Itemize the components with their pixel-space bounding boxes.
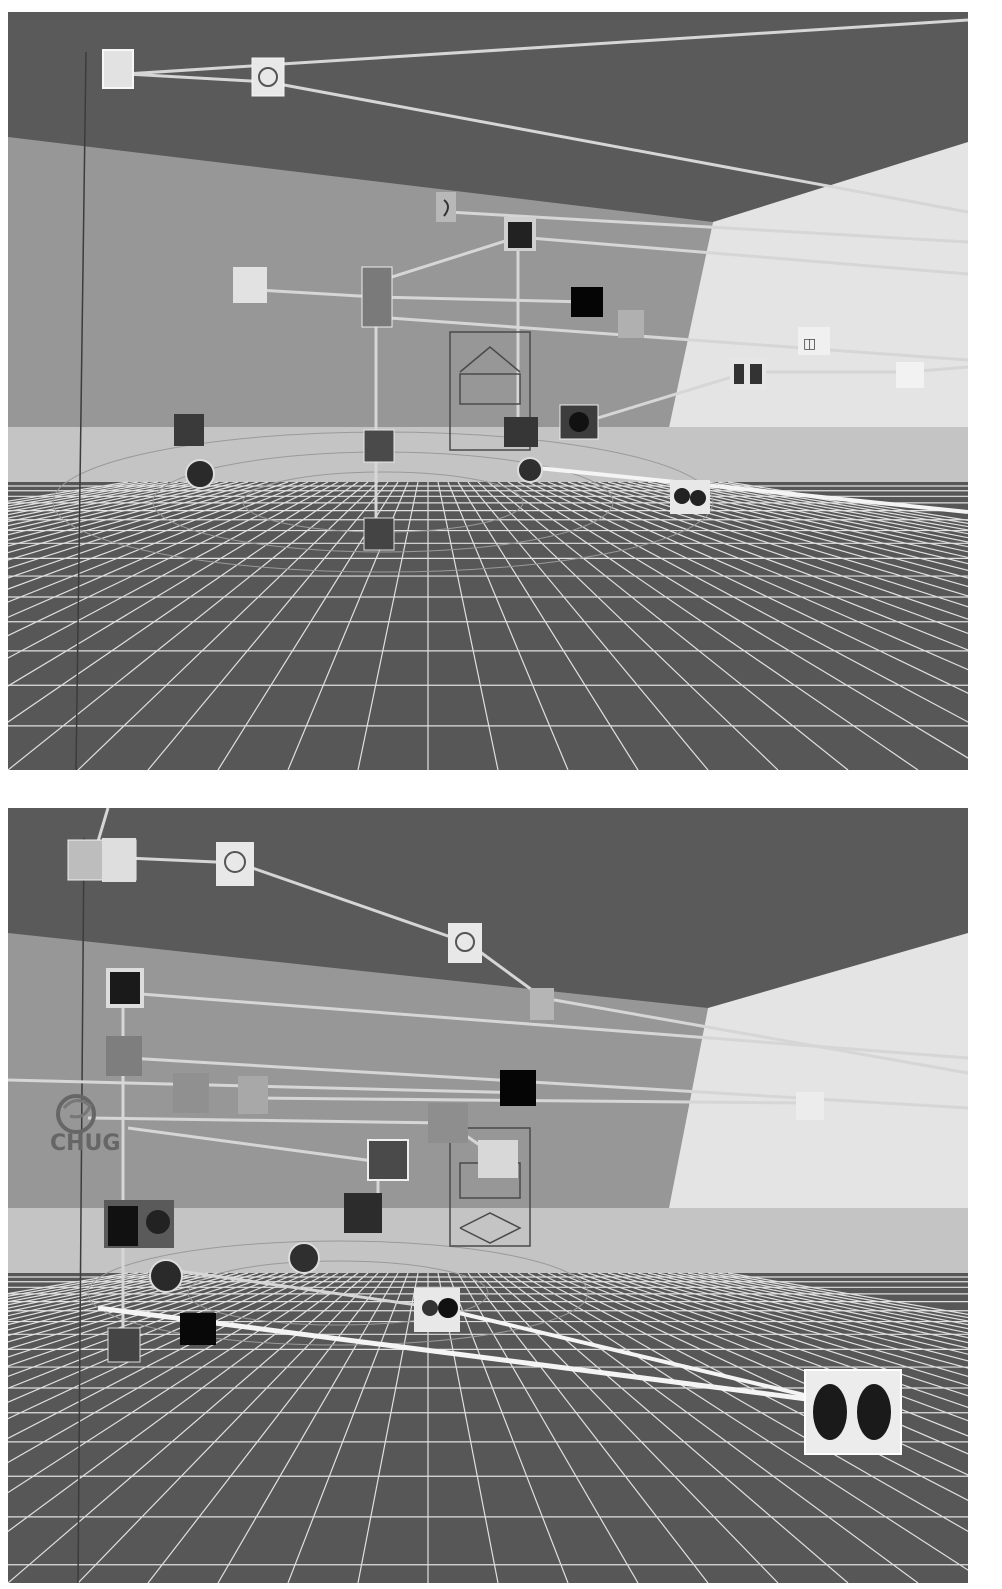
- node-cube-hanging[interactable]: [428, 1103, 468, 1143]
- node-cube-light[interactable]: [102, 49, 134, 89]
- node-sphere-mid[interactable]: [517, 457, 543, 483]
- node-sphere-left[interactable]: [185, 459, 215, 489]
- floor-rings: [87, 1240, 589, 1346]
- node-cube-arrow[interactable]: [896, 362, 924, 388]
- node-cube-tv[interactable]: [367, 1139, 409, 1181]
- back-wall: [8, 137, 713, 432]
- node-cube-black[interactable]: [571, 287, 603, 317]
- node-cube-split[interactable]: [730, 358, 766, 390]
- floor-grid: [8, 481, 968, 770]
- swirl-logo-icon: [56, 1094, 96, 1134]
- bottom-scene[interactable]: CHUG: [8, 808, 968, 1583]
- node-cube-center-mid[interactable]: [363, 429, 395, 463]
- node-cube-speaker-large[interactable]: [804, 1369, 902, 1455]
- node-cube-dark-pair[interactable]: [504, 417, 538, 447]
- node-cube-dm[interactable]: ◫: [798, 327, 830, 355]
- side-wall: [668, 933, 968, 1213]
- node-cube-g-logo[interactable]: [216, 842, 254, 886]
- node-cube-small-hook[interactable]: [530, 988, 554, 1020]
- node-cube-figure-top[interactable]: [106, 968, 144, 1008]
- node-group: [67, 838, 902, 1455]
- node-cube-dark-mid[interactable]: [344, 1193, 382, 1233]
- node-cube-g-logo[interactable]: [251, 57, 285, 97]
- bottom-3d-viewport[interactable]: CHUG: [8, 808, 968, 1583]
- top-3d-viewport[interactable]: ◫: [8, 12, 968, 770]
- node-cube-pale[interactable]: [233, 267, 267, 303]
- node-cube-black[interactable]: [500, 1070, 536, 1106]
- node-cube-speaker-mid[interactable]: [414, 1288, 460, 1332]
- node-cube-g-logo-far[interactable]: [448, 923, 482, 963]
- top-scene[interactable]: ◫: [8, 12, 968, 770]
- vertical-axis: [77, 837, 85, 1583]
- node-cube-frog[interactable]: [618, 310, 644, 338]
- node-sphere-mid[interactable]: [288, 1242, 320, 1274]
- node-cube-horse[interactable]: [106, 1036, 142, 1076]
- node-cube-black-small[interactable]: [180, 1313, 216, 1345]
- node-cube-stack[interactable]: [361, 266, 393, 328]
- node-cube-figure-pair[interactable]: [104, 1200, 174, 1248]
- node-cube-right-panel[interactable]: [478, 1140, 518, 1178]
- node-cube-dark-figure[interactable]: [504, 217, 536, 251]
- node-cube-figure-left[interactable]: [174, 414, 204, 446]
- logo-text: CHUG: [50, 1131, 120, 1156]
- node-cube-bottom-left[interactable]: [107, 1327, 141, 1363]
- node-group: ◫: [102, 49, 924, 551]
- node-cube-far-pale[interactable]: [796, 1092, 824, 1120]
- floor-plane: [8, 482, 968, 770]
- node-cube-speaker[interactable]: [670, 480, 710, 514]
- node-cube-frog[interactable]: [238, 1076, 268, 1114]
- node-cube-small-hook[interactable]: [436, 192, 456, 222]
- node-sphere-left[interactable]: [149, 1259, 183, 1293]
- node-cube-pale-figure[interactable]: [173, 1073, 209, 1113]
- node-cube-bottom[interactable]: [363, 517, 395, 551]
- node-cube-sphere-a[interactable]: [559, 404, 599, 440]
- node-cube-double-light[interactable]: [67, 838, 137, 882]
- selection-frame[interactable]: [449, 331, 531, 451]
- svg-text:◫: ◫: [803, 336, 816, 352]
- vertical-axis: [75, 51, 87, 770]
